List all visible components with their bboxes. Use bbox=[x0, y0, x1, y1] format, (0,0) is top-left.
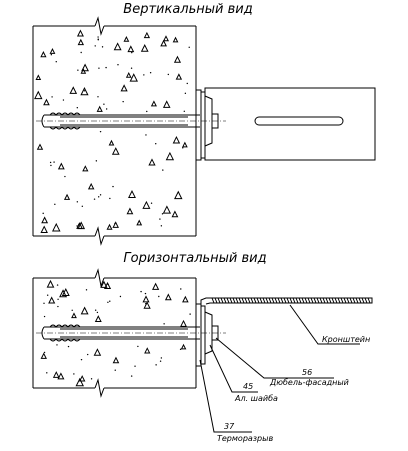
bracket-label: Кронштейн bbox=[322, 335, 370, 344]
horizontal-view bbox=[32, 268, 373, 433]
thermal-break-vertical bbox=[195, 89, 219, 161]
bracket-horizontal bbox=[200, 297, 373, 305]
concrete-wall-vertical bbox=[32, 16, 197, 246]
thermal-break-label: Терморазрыв bbox=[217, 434, 273, 443]
thermal-break-number: 37 bbox=[224, 422, 235, 431]
anchor-label: Дюбель-фасадный bbox=[269, 378, 349, 387]
callout-leaders bbox=[199, 304, 360, 433]
concrete-aggregate bbox=[34, 29, 190, 233]
concrete-aggregate bbox=[40, 279, 191, 387]
horizontal-view-title: Горизонтальный вид bbox=[123, 251, 266, 266]
washer-label: Ал. шайба bbox=[234, 394, 278, 403]
washer-number: 45 bbox=[243, 382, 253, 391]
vertical-view bbox=[32, 16, 376, 246]
thermal-break-horizontal bbox=[195, 303, 219, 367]
anchor-dowel-vertical bbox=[36, 112, 226, 130]
bracket-vertical bbox=[204, 87, 376, 161]
anchor-number: 56 bbox=[302, 368, 312, 377]
concrete-wall-horizontal bbox=[32, 268, 197, 398]
anchor-dowel-horizontal bbox=[36, 324, 226, 342]
vertical-view-title: Вертикальный вид bbox=[123, 2, 252, 17]
